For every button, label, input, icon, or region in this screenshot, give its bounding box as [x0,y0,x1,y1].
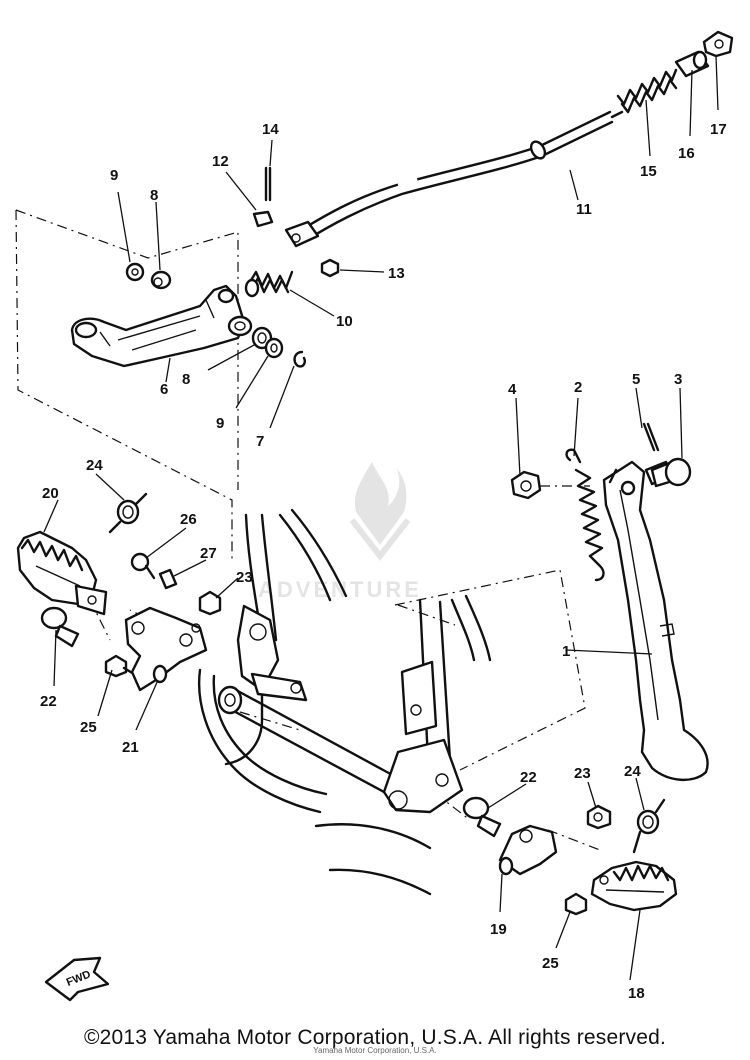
clip-7 [293,350,306,368]
assembly-outlines [15,209,601,851]
callout-8-lower: 8 [182,371,190,388]
bolt-3 [650,457,692,488]
callout-27: 27 [200,545,217,562]
copyright-notice: ©2013 Yamaha Motor Corporation, U.S.A. A… [83,1026,667,1049]
bolt-25-left [104,654,136,678]
leader-lines [43,55,719,981]
washer-27 [158,568,178,590]
callout-10: 10 [336,313,353,330]
callout-22-right: 22 [520,769,537,786]
callout-6: 6 [160,381,168,398]
callout-25-left: 25 [80,719,97,736]
callout-19: 19 [490,921,507,938]
callout-26: 26 [180,511,197,528]
spring-2 [565,448,605,582]
callout-22-left: 22 [40,693,57,710]
callout-24-left: 24 [86,457,103,474]
footrest-right [590,860,678,912]
brake-rod-assembly [284,30,734,248]
callout-13: 13 [388,265,405,282]
callout-11: 11 [576,201,592,218]
bracket-21 [124,606,208,692]
pin-5 [642,422,660,452]
collar-8-upper [150,270,172,290]
nut-23-left [198,590,222,616]
nut-13 [320,258,340,278]
callout-1: 1 [562,643,570,660]
bracket-19 [498,824,558,876]
callout-18: 18 [628,985,645,1002]
callout-2: 2 [574,379,582,396]
nut-23-right [586,804,612,830]
callout-7: 7 [256,433,264,450]
callout-numbers: 1 2 3 4 5 6 7 8 8 9 9 10 11 12 13 14 15 … [40,121,727,1002]
watermark-text: ADVENTURE [258,577,422,602]
callout-23-left: 23 [236,569,253,586]
spring-24-left [108,492,148,534]
pin-14 [264,166,272,202]
footrest-left [16,530,108,616]
callout-12: 12 [212,153,229,170]
callout-21: 21 [122,739,139,756]
nut-4 [510,470,590,500]
callout-17: 17 [710,121,727,138]
pin-26 [130,552,156,580]
callout-9-lower: 9 [216,415,224,432]
bolt-25-right [564,892,588,916]
spring-10 [244,270,294,298]
side-stand [602,460,709,782]
callout-8-upper: 8 [150,187,158,204]
frame [198,508,492,896]
callout-4: 4 [508,381,517,398]
callout-3: 3 [674,371,682,388]
washer-9-lower [264,337,284,359]
brake-pedal [70,284,253,368]
spring-24-right [632,798,666,854]
washer-9-upper [125,262,145,282]
callout-24-right: 24 [624,763,641,780]
callout-5: 5 [632,371,640,388]
callout-16: 16 [678,145,695,162]
callout-14: 14 [262,121,279,138]
source-note: Yamaha Motor Corporation, U.S.A. [313,1046,437,1055]
fwd-arrow: FWD [44,956,110,1002]
callout-20: 20 [42,485,59,502]
pin-12 [252,210,274,228]
callout-25-right: 25 [542,955,559,972]
callout-23-right: 23 [574,765,591,782]
callout-15: 15 [640,163,657,180]
bolt-22-left [40,606,80,648]
callout-9-upper: 9 [110,167,118,184]
